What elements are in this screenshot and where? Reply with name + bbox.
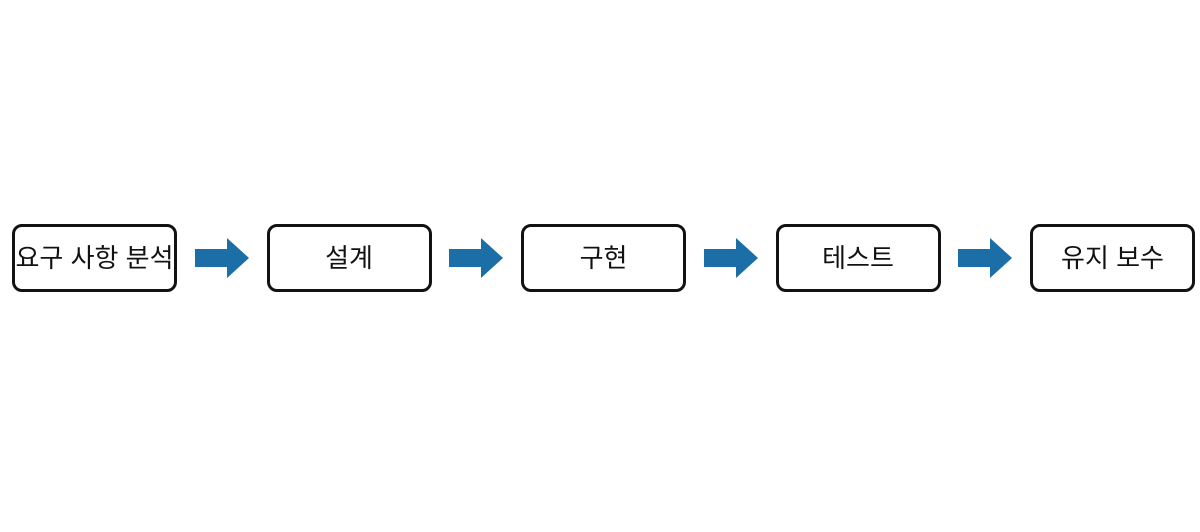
stage-box-requirements-analysis: 요구 사항 분석 <box>12 224 177 292</box>
arrow-right-shape <box>703 238 758 278</box>
arrow-right-icon <box>958 238 1013 278</box>
arrow-right-shape <box>194 238 249 278</box>
arrow-right-icon <box>194 238 249 278</box>
flow-row: 요구 사항 분석 설계 구현 테스트 유지 보수 <box>12 224 1195 292</box>
stage-box-implementation: 구현 <box>521 224 686 292</box>
stage-label-test: 테스트 <box>822 243 894 273</box>
arrow-right-shape <box>449 238 504 278</box>
arrow-right-icon <box>703 238 758 278</box>
stage-label-implementation: 구현 <box>579 243 628 273</box>
stage-box-test: 테스트 <box>775 224 941 292</box>
stage-label-maintenance: 유지 보수 <box>1061 243 1164 273</box>
arrow-right-shape <box>958 238 1013 278</box>
stage-box-maintenance: 유지 보수 <box>1030 224 1195 292</box>
arrow-right-icon <box>449 238 504 278</box>
stage-box-design: 설계 <box>266 224 432 292</box>
stage-label-design: 설계 <box>325 243 373 273</box>
stage-label-requirements-analysis: 요구 사항 분석 <box>15 243 174 273</box>
